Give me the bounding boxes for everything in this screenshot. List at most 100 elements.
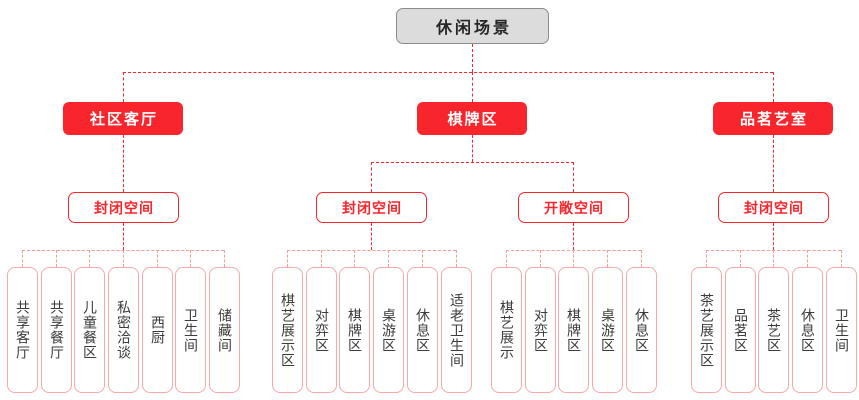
connector-space1-stem [371,223,372,250]
connector-group0-drop-2 [89,250,90,267]
leaf-node-1-0[interactable]: 棋艺展示区 [272,267,303,393]
leaf-node-2-1-label: 对弈区 [533,307,549,353]
connector-drop-cat-1 [472,72,473,102]
leaf-node-2-2[interactable]: 棋牌区 [558,267,589,393]
leaf-node-2-4[interactable]: 休息区 [626,267,657,393]
connector-group3-drop-3 [807,250,808,267]
root-node[interactable]: 休闲场景 [396,8,549,44]
category-node-2[interactable]: 品茗艺室 [713,102,833,135]
leaf-node-2-2-label: 棋牌区 [566,307,582,353]
leaf-node-3-4-label: 卫生间 [834,307,850,353]
connector-group0-drop-1 [56,250,57,267]
leaf-node-0-4-label: 西厨 [150,315,166,345]
root-node-label: 休闲场景 [435,20,512,37]
leaf-node-2-0[interactable]: 棋艺展示 [491,267,522,393]
connector-group2-drop-3 [607,250,608,267]
leaf-node-0-6[interactable]: 储藏间 [209,267,240,393]
space-node-1[interactable]: 封闭空间 [316,192,427,223]
connector-cat2-to-space3 [773,135,774,192]
connector-group2-drop-2 [573,250,574,267]
connector-cat1-bus [371,162,574,163]
leaf-node-1-5[interactable]: 适老卫生间 [441,267,472,393]
leaf-node-3-0[interactable]: 茶艺展示区 [691,267,722,393]
connector-root-stem [472,44,473,72]
space-node-1-label: 封闭空间 [342,199,402,216]
leaf-node-1-2-label: 棋牌区 [347,307,363,353]
category-node-1-label: 棋牌区 [447,111,499,128]
connector-group2-drop-0 [506,250,507,267]
leaf-node-0-1-label: 共享餐厅 [49,300,65,360]
leaf-node-1-3-label: 桌游区 [381,307,397,353]
connector-drop-space1 [371,162,372,192]
category-node-2-label: 品茗艺室 [739,111,808,128]
connector-drop-cat-0 [123,72,124,102]
leaf-node-2-4-label: 休息区 [634,307,650,353]
connector-drop-cat-2 [773,72,774,102]
connector-group1-drop-1 [321,250,322,267]
leaf-node-0-4[interactable]: 西厨 [142,267,173,393]
leaf-node-1-1-label: 对弈区 [314,307,330,353]
leaf-node-1-1[interactable]: 对弈区 [306,267,337,393]
connector-group1-drop-3 [388,250,389,267]
connector-space2-stem [573,223,574,250]
connector-group3-drop-1 [740,250,741,267]
leaf-node-1-2[interactable]: 棋牌区 [339,267,370,393]
leaf-node-2-1[interactable]: 对弈区 [525,267,556,393]
connector-level1-bus [123,72,773,73]
connector-group2-drop-4 [641,250,642,267]
connector-group0-drop-0 [22,250,23,267]
connector-group0-drop-3 [123,250,124,267]
leaf-node-0-1[interactable]: 共享餐厅 [41,267,72,393]
leaf-node-3-1-label: 品茗区 [733,307,749,353]
leaf-node-1-4-label: 休息区 [415,307,431,353]
connector-group3-drop-0 [706,250,707,267]
leaf-node-3-0-label: 茶艺展示区 [699,292,715,368]
leaf-node-1-0-label: 棋艺展示区 [280,292,296,368]
connector-group0-drop-5 [190,250,191,267]
leaf-node-1-4[interactable]: 休息区 [407,267,438,393]
connector-space0-stem [123,223,124,250]
space-node-0[interactable]: 封闭空间 [68,192,179,223]
leaf-node-0-0-label: 共享客厅 [15,300,31,360]
leaf-node-3-2-label: 茶艺区 [766,307,782,353]
category-node-0-label: 社区客厅 [89,111,158,128]
space-node-3[interactable]: 封闭空间 [718,192,829,223]
leaf-node-3-3-label: 休息区 [800,307,816,353]
leaf-node-0-6-label: 储藏间 [217,307,233,353]
leaf-node-3-4[interactable]: 卫生间 [826,267,857,393]
leaf-node-3-1[interactable]: 品茗区 [725,267,756,393]
connector-cat0-to-space0 [123,135,124,192]
connector-group1-drop-0 [287,250,288,267]
leaf-node-2-3[interactable]: 桌游区 [592,267,623,393]
leaf-node-0-3-label: 私密洽谈 [116,300,132,360]
connector-group1-drop-5 [456,250,457,267]
leaf-node-3-2[interactable]: 茶艺区 [758,267,789,393]
space-node-3-label: 封闭空间 [744,199,804,216]
space-node-2[interactable]: 开敞空间 [518,192,629,223]
leaf-node-1-3[interactable]: 桌游区 [373,267,404,393]
category-node-0[interactable]: 社区客厅 [63,102,183,135]
leaf-node-2-0-label: 棋艺展示 [499,300,515,360]
leaf-node-0-3[interactable]: 私密洽谈 [108,267,139,393]
connector-group1-drop-2 [354,250,355,267]
connector-group0-drop-4 [157,250,158,267]
leaf-node-3-3[interactable]: 休息区 [792,267,823,393]
connector-group1-drop-4 [422,250,423,267]
connector-space3-stem [773,223,774,250]
connector-group0-drop-6 [224,250,225,267]
leaf-node-0-0[interactable]: 共享客厅 [7,267,38,393]
leaf-node-1-5-label: 适老卫生间 [449,292,465,368]
connector-group3-drop-2 [773,250,774,267]
space-node-0-label: 封闭空间 [94,199,154,216]
leaf-node-0-2-label: 儿童餐区 [82,300,98,360]
leaf-node-2-3-label: 桌游区 [600,307,616,353]
leaf-node-0-5[interactable]: 卫生间 [175,267,206,393]
category-node-1[interactable]: 棋牌区 [417,102,527,135]
connector-drop-space2 [573,162,574,192]
leaf-node-0-5-label: 卫生间 [183,307,199,353]
connector-group2-drop-1 [540,250,541,267]
connector-group3-drop-4 [841,250,842,267]
leaf-node-0-2[interactable]: 儿童餐区 [74,267,105,393]
connector-cat1-stem [472,135,473,162]
